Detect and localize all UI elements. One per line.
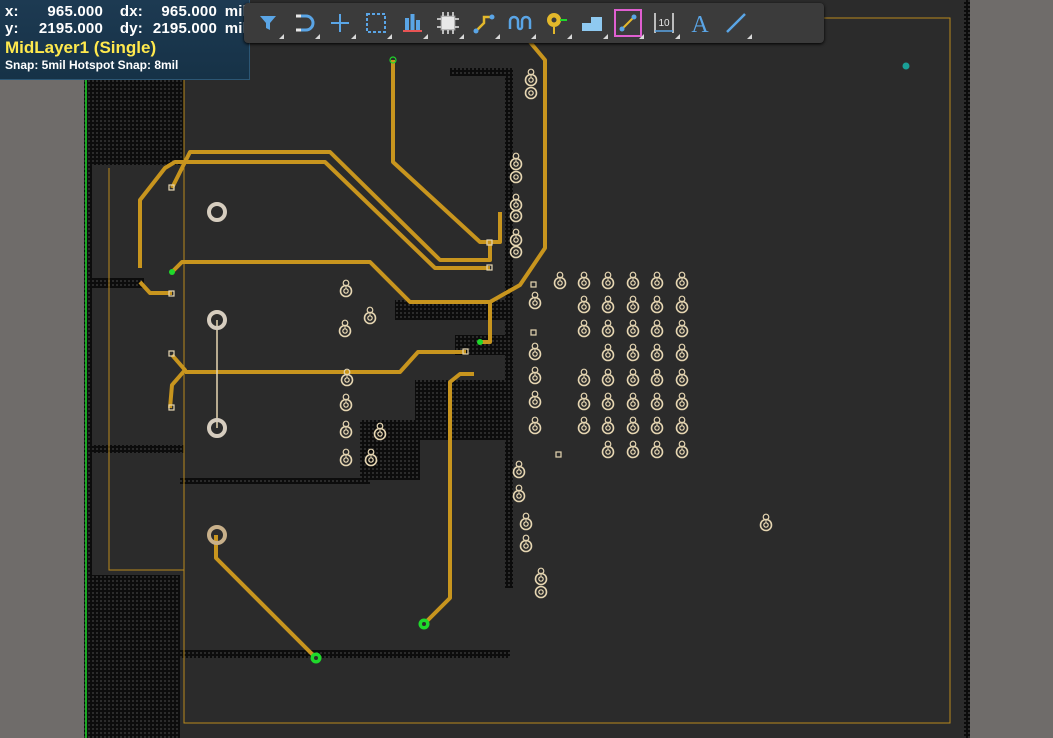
text-icon: A — [691, 12, 709, 37]
workspace-margin-left — [0, 0, 84, 738]
y-label: y: — [5, 20, 19, 37]
place-via-button[interactable] — [538, 5, 574, 41]
filter-icon — [260, 16, 276, 30]
mounting-holes — [207, 202, 227, 545]
board-area — [84, 0, 970, 738]
place-line-button[interactable] — [718, 5, 754, 41]
selected-pads — [169, 56, 910, 664]
dy-unit: mil — [224, 20, 247, 37]
dx-value: 965.000 — [161, 3, 217, 20]
via-icon — [547, 13, 567, 34]
place-string-button[interactable]: A — [682, 5, 718, 41]
hud-x-row: x: 965.000 dx: 965.000 mil — [5, 3, 247, 20]
place-origin-button[interactable] — [322, 5, 358, 41]
dx-label: dx: — [119, 3, 143, 20]
region-icon — [582, 17, 602, 31]
select-area-button[interactable] — [358, 5, 394, 41]
place-region-button[interactable] — [574, 5, 610, 41]
hud-y-row: y: 2195.000 dy: 2195.000 mil — [5, 20, 247, 37]
chip-icon — [437, 12, 459, 34]
interactive-route-button[interactable] — [610, 5, 646, 41]
small-pads — [168, 184, 562, 458]
dx-unit: mil — [224, 3, 247, 20]
magnet-icon — [296, 14, 315, 32]
x-label: x: — [5, 3, 19, 20]
snap-button[interactable] — [286, 5, 322, 41]
snap-info: Snap: 5mil Hotspot Snap: 8mil — [5, 58, 179, 72]
x-value: 965.000 — [47, 3, 103, 20]
y-value: 2195.000 — [38, 20, 103, 37]
workspace-margin-right — [970, 0, 1053, 738]
dimension-icon-label: 10 — [658, 18, 670, 29]
coordinate-hud: x: 965.000 dx: 965.000 mil y: 2195.000 dy: 2195… — [0, 0, 250, 80]
dy-value: 2195.000 — [152, 20, 217, 37]
traces — [138, 40, 547, 660]
filter-button[interactable] — [250, 5, 286, 41]
align-button[interactable] — [394, 5, 430, 41]
tune-length-button[interactable] — [502, 5, 538, 41]
place-component-button[interactable] — [430, 5, 466, 41]
text-icon-label: A — [691, 12, 709, 37]
dy-label: dy: — [119, 20, 143, 37]
route-icon — [473, 14, 495, 34]
select-rect-icon — [366, 13, 386, 33]
route-active-icon — [619, 14, 637, 32]
place-dimension-button[interactable]: 10 — [646, 5, 682, 41]
line-icon — [726, 13, 746, 33]
route-button[interactable] — [466, 5, 502, 41]
align-icon — [403, 14, 422, 32]
current-layer: MidLayer1 (Single) — [5, 38, 157, 57]
active-bar-toolbar: 10 A — [244, 3, 824, 43]
copper-pour — [84, 0, 970, 738]
crosshair-icon — [331, 14, 349, 32]
dimension-icon: 10 — [654, 13, 674, 33]
meander-icon — [508, 15, 532, 31]
